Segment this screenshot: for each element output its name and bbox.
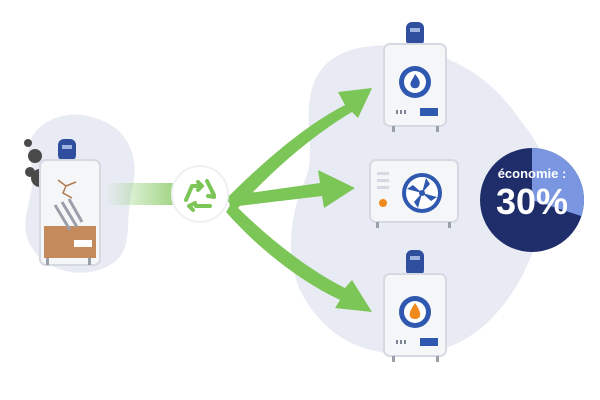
savings-pie-slice <box>532 148 584 217</box>
arrow-to-oil-boiler <box>226 202 372 312</box>
arrow-to-heat-pump <box>228 170 355 208</box>
savings-badge: économie : 30% <box>480 148 584 252</box>
oil-drop-icon <box>409 303 421 319</box>
arrow-to-gas-boiler <box>225 88 372 208</box>
crack-icon <box>57 179 77 199</box>
savings-label: économie : <box>498 166 567 181</box>
gas-boiler <box>383 22 447 132</box>
recycle-icon <box>184 179 216 212</box>
oil-boiler <box>383 250 447 362</box>
savings-value: 30% <box>496 181 568 222</box>
rust-stripes-icon <box>53 198 84 231</box>
vent-lines-icon <box>377 172 389 189</box>
recycle-badge <box>171 165 229 223</box>
fan-icon <box>407 178 437 208</box>
heat-pump <box>369 159 459 228</box>
flame-icon <box>410 74 420 89</box>
old-boiler <box>39 139 101 266</box>
